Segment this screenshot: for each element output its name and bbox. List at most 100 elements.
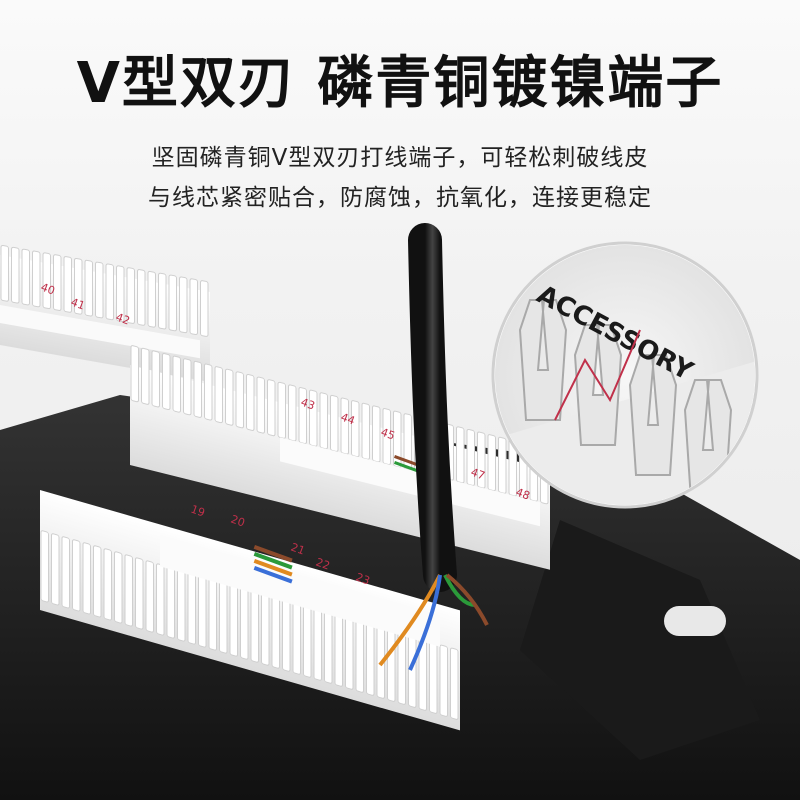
module-tooth — [324, 611, 333, 684]
module-tooth — [0, 244, 9, 302]
module-tooth — [116, 265, 125, 323]
module-tooth — [172, 355, 181, 413]
module-tooth — [21, 248, 30, 306]
module-tooth — [187, 572, 196, 645]
port-number-label: 41 — [69, 296, 87, 313]
module-tooth — [271, 596, 280, 669]
subtitle-line-1: 坚固磷青铜V型双刃打线端子，可轻松刺破线皮 — [151, 145, 649, 171]
module-tooth — [240, 587, 249, 660]
port-number-label: 21 — [289, 541, 307, 558]
zoom-inset: ACCESSORY — [491, 241, 759, 509]
module-tooth — [429, 641, 438, 714]
module-tooth — [147, 270, 156, 328]
module-tooth — [177, 569, 186, 642]
module-tooth — [292, 602, 301, 675]
module-tooth — [51, 533, 60, 606]
module-tooth — [126, 267, 135, 324]
module-tooth — [204, 363, 213, 421]
module-tooth — [393, 410, 402, 468]
port-number-label: 23 — [354, 571, 372, 588]
module-tooth — [313, 608, 322, 681]
module-tooth — [246, 373, 255, 431]
module-tooth — [225, 368, 234, 426]
port-number-label: 40 — [39, 281, 57, 298]
module-tooth — [95, 261, 104, 319]
module-tooth — [477, 431, 486, 489]
module-tooth — [382, 408, 391, 466]
module-tooth — [261, 593, 270, 666]
module-tooth — [72, 539, 81, 612]
module-tooth — [93, 545, 102, 618]
port-number-label: 45 — [379, 426, 397, 443]
wire-color-strip — [253, 454, 424, 584]
port-number-label: 47 — [469, 466, 487, 483]
module-tooth — [340, 397, 349, 455]
module-tooth — [319, 392, 328, 450]
module-tooth — [277, 381, 286, 439]
module-tooth — [84, 259, 93, 317]
module-tooth — [361, 402, 370, 460]
module-tooth — [103, 548, 112, 621]
module-tooth — [168, 274, 177, 332]
module-tooth — [193, 360, 202, 418]
module-tooth — [282, 599, 291, 672]
module-tooth — [162, 353, 171, 411]
module-tooth — [439, 644, 448, 717]
mounting-hole — [664, 606, 726, 636]
module-tooth — [303, 605, 312, 678]
module-tooth — [498, 436, 507, 494]
module-tooth — [105, 263, 114, 321]
module-tooth — [74, 257, 83, 315]
headline: V型双刃 磷青铜镀镍端子 — [76, 51, 724, 116]
module-tooth — [183, 358, 192, 416]
port-number-label: 43 — [299, 396, 317, 413]
idc-blades — [518, 299, 733, 501]
module-tooth — [156, 563, 165, 636]
v-blade — [573, 324, 623, 446]
port-number-label: 44 — [339, 411, 357, 428]
module-tooth — [141, 347, 150, 405]
module-tooth — [456, 426, 465, 484]
module-tooth — [214, 366, 223, 424]
port-number-label: 19 — [189, 503, 207, 520]
module-tooth — [135, 557, 144, 630]
module-tooth — [40, 530, 49, 603]
module-tooth — [288, 384, 297, 442]
module-tooth — [487, 434, 496, 492]
module-tooth — [351, 400, 360, 458]
module-tooth — [179, 276, 188, 334]
module-tooth — [366, 623, 375, 696]
module-tooth — [114, 551, 123, 624]
module-tooth — [11, 246, 20, 304]
module-tooth — [137, 269, 146, 326]
module-tooth — [355, 620, 364, 693]
module-tooth — [372, 405, 381, 463]
module-tooth — [124, 554, 133, 627]
module-tooth — [198, 575, 207, 648]
front-module — [40, 490, 460, 731]
module-tooth — [450, 647, 459, 720]
module-tooth — [61, 536, 70, 609]
module-tooth — [53, 254, 62, 311]
module-tooth — [387, 629, 396, 702]
subtitle-line-2: 与线芯紧密贴合，防腐蚀，抗氧化，连接更稳定 — [148, 185, 652, 211]
port-number-label: 20 — [229, 513, 247, 530]
module-tooth — [219, 581, 228, 654]
module-tooth — [145, 560, 154, 633]
module-tooth — [250, 590, 259, 663]
module-tooth — [82, 542, 91, 615]
v-blade — [518, 299, 568, 421]
module-tooth — [334, 614, 343, 687]
module-tooth — [158, 272, 167, 330]
module-tooth — [130, 345, 139, 403]
module-tooth — [267, 379, 276, 437]
module-tooth — [200, 280, 209, 337]
top-module — [0, 244, 210, 383]
v-blade — [628, 354, 678, 476]
ethernet-cable — [378, 223, 489, 671]
port-number-label: 48 — [514, 486, 532, 503]
module-tooth — [235, 371, 244, 429]
module-tooth — [151, 350, 160, 408]
module-tooth — [166, 566, 175, 639]
